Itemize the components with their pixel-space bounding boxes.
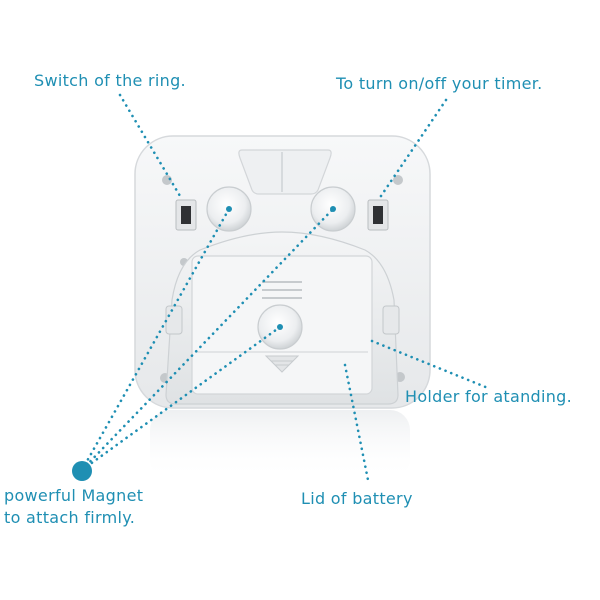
label-magnet-line2: to attach firmly. bbox=[4, 508, 136, 527]
label-battery-lid: Lid of battery bbox=[301, 489, 413, 508]
hanging-notch bbox=[238, 149, 332, 195]
leader-timer bbox=[379, 98, 448, 198]
leader-magnet-left bbox=[80, 207, 231, 472]
label-holder: Holder for atanding. bbox=[405, 387, 573, 406]
label-timer-switch: To turn on/off your timer. bbox=[336, 74, 543, 93]
magnet-callout-dot bbox=[72, 461, 92, 481]
leader-magnet-right bbox=[80, 207, 335, 472]
leader-holder bbox=[370, 339, 490, 390]
ring-switch-slider bbox=[181, 206, 191, 224]
leader-magnet-center bbox=[80, 325, 282, 472]
callout-lines bbox=[80, 93, 490, 482]
lid-arrow-icon bbox=[264, 355, 300, 373]
leader-ring bbox=[118, 93, 182, 198]
screw-hole bbox=[162, 175, 172, 185]
label-magnet-line1: powerful Magnet bbox=[4, 486, 144, 505]
timer-switch-slider bbox=[373, 206, 383, 224]
screw-hole bbox=[393, 175, 403, 185]
device-reflection bbox=[150, 410, 410, 480]
leader-lid bbox=[343, 363, 370, 482]
label-magnet: powerful Magnet to attach firmly. bbox=[4, 485, 204, 529]
hinge-left bbox=[165, 305, 183, 335]
hinge-right bbox=[382, 305, 400, 335]
label-ring-switch: Switch of the ring. bbox=[34, 71, 186, 90]
